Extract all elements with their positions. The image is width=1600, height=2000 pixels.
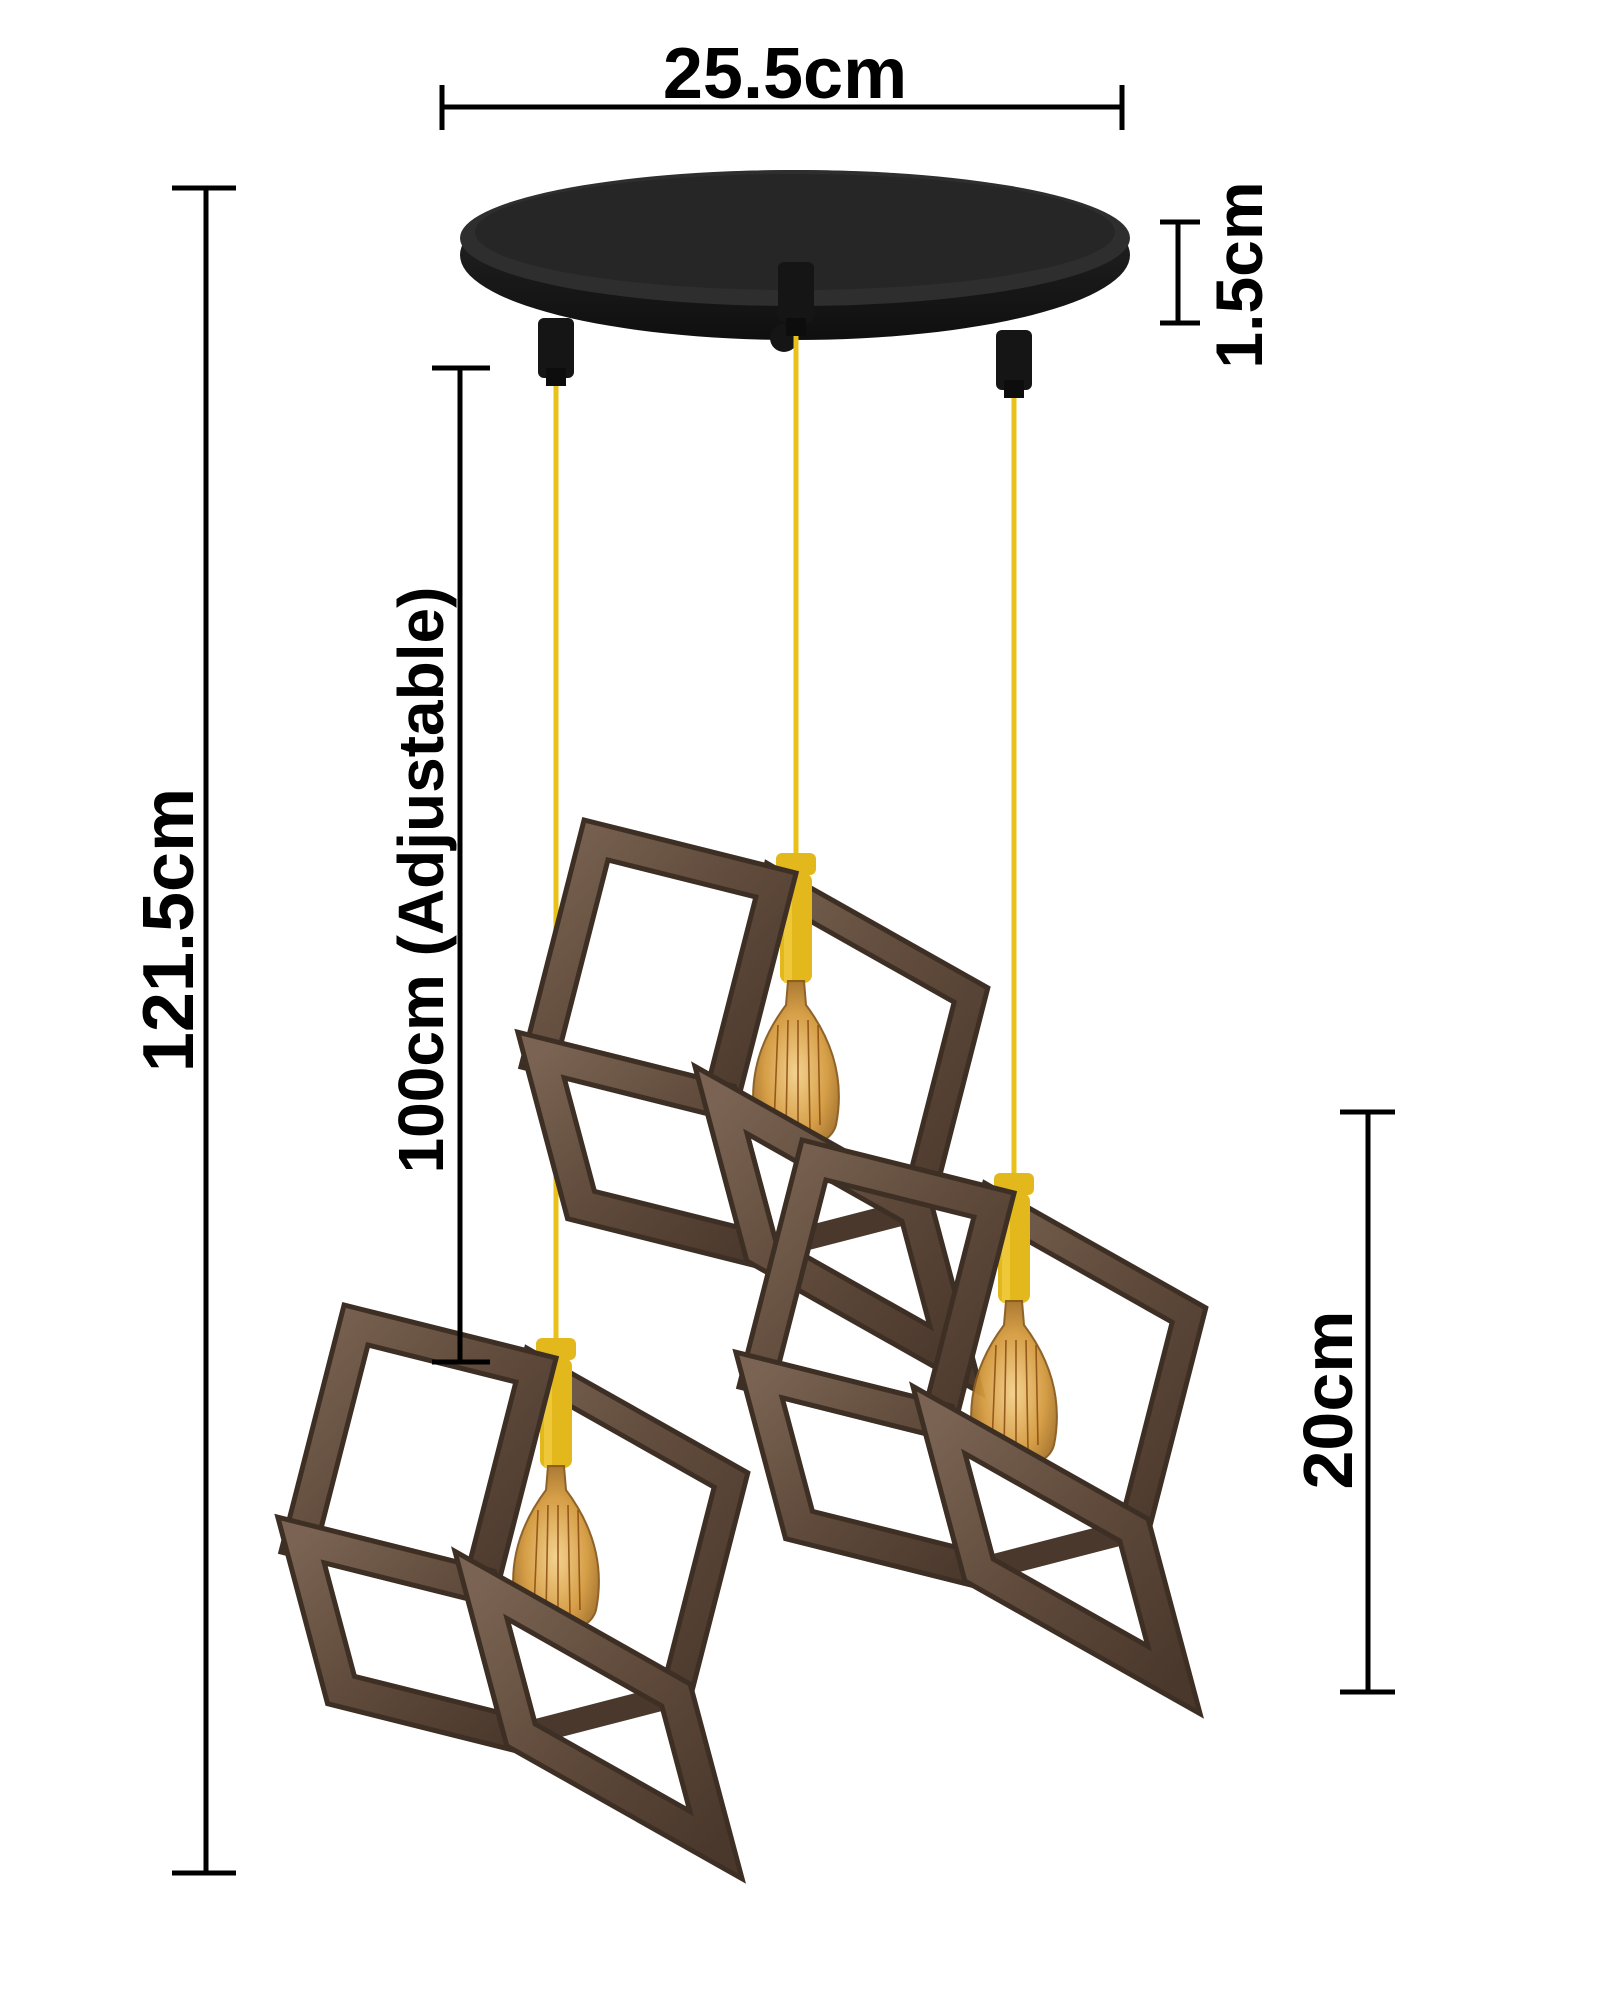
cord-grip-center [770,262,814,352]
cord-length-label: 100cm (Adjustable) [385,587,457,1174]
canopy-width-label: 25.5cm [663,34,907,114]
cord-grip-left [538,318,574,386]
cord-grip-right [996,330,1032,398]
pendant-left [301,1325,731,1845]
shade-height-label: 20cm [1289,1310,1367,1489]
canopy-height-label: 1.5cm [1202,181,1276,368]
pendant-center [541,840,971,1360]
total-height-label: 121.5cm [129,788,209,1072]
dimension-lines [172,85,1395,1876]
ceiling-canopy [460,170,1130,398]
